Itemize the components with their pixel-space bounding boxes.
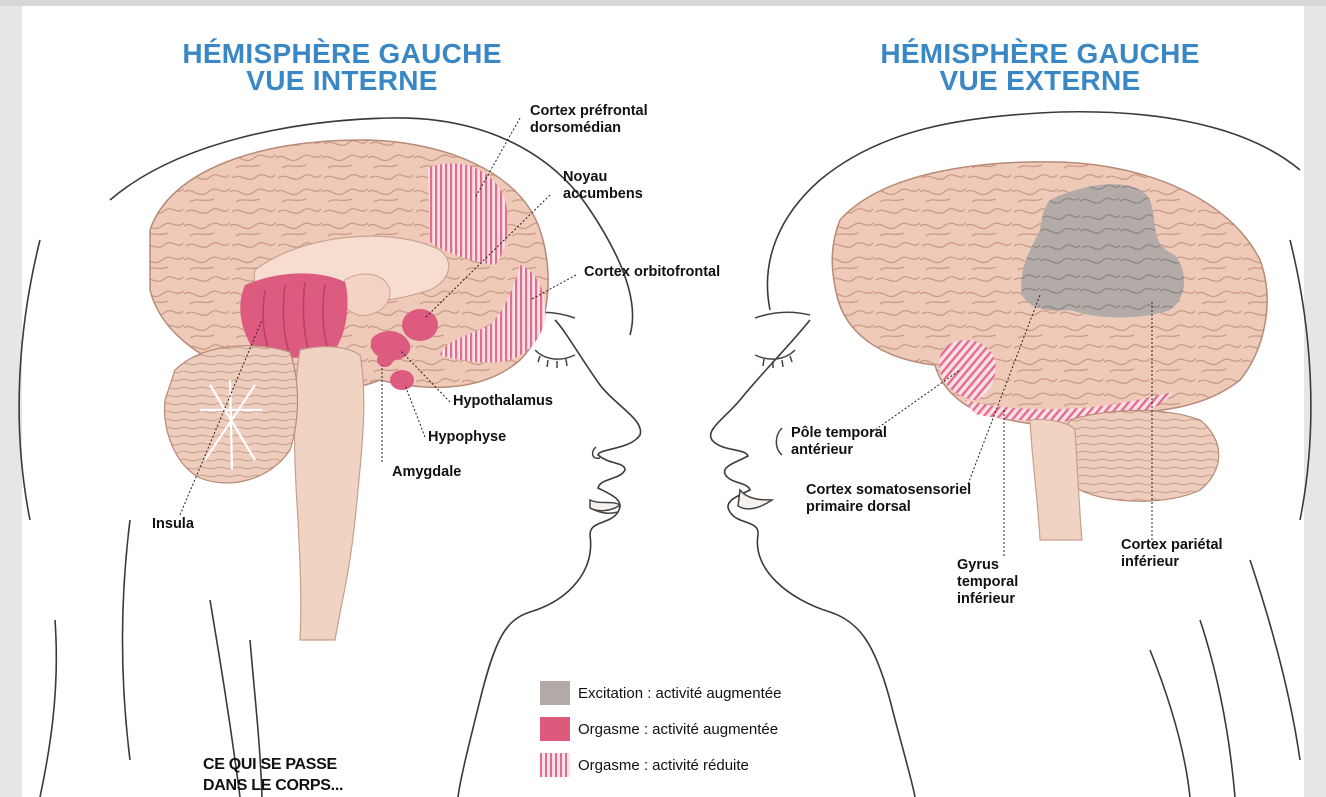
right-edge-texture bbox=[1304, 0, 1326, 797]
title-left-line1: HÉMISPHÈRE GAUCHE bbox=[172, 40, 512, 67]
region-anterior-temporal-pole bbox=[939, 340, 995, 400]
label-hypophyse: Hypophyse bbox=[428, 429, 506, 446]
label-cortex-parietal-line2: inférieur bbox=[1121, 554, 1223, 571]
label-cortex-somatosensoriel-line2: primaire dorsal bbox=[806, 499, 971, 516]
legend-swatch-hatch bbox=[540, 753, 570, 777]
legend-item-orgasm-increased: Orgasme : activité augmentée bbox=[540, 711, 781, 747]
title-left-line2: VUE INTERNE bbox=[172, 67, 512, 94]
label-cortex-parietal: Cortex pariétal inférieur bbox=[1121, 537, 1223, 571]
label-pole-temporal-line2: antérieur bbox=[791, 442, 887, 459]
label-cortex-somatosensoriel-line1: Cortex somatosensoriel bbox=[806, 482, 971, 499]
footer-line2: DANS LE CORPS... bbox=[203, 775, 343, 796]
title-right: HÉMISPHÈRE GAUCHE VUE EXTERNE bbox=[870, 40, 1210, 94]
region-amygdala bbox=[377, 353, 393, 367]
label-gyrus-temporal-line2: temporal bbox=[957, 574, 1018, 591]
legend-label-orgasm-increased: Orgasme : activité augmentée bbox=[578, 721, 778, 738]
left-face-features bbox=[520, 312, 620, 513]
legend-item-orgasm-reduced: Orgasme : activité réduite bbox=[540, 747, 781, 783]
legend-swatch-grey bbox=[540, 681, 570, 705]
legend: Excitation : activité augmentée Orgasme … bbox=[540, 675, 781, 783]
label-pole-temporal: Pôle temporal antérieur bbox=[791, 425, 887, 459]
left-brain bbox=[150, 140, 548, 640]
label-cortex-parietal-line1: Cortex pariétal bbox=[1121, 537, 1223, 554]
legend-swatch-pink bbox=[540, 717, 570, 741]
title-left: HÉMISPHÈRE GAUCHE VUE INTERNE bbox=[172, 40, 512, 94]
title-right-line1: HÉMISPHÈRE GAUCHE bbox=[870, 40, 1210, 67]
label-gyrus-temporal: Gyrus temporal inférieur bbox=[957, 557, 1018, 608]
region-nucleus-accumbens bbox=[402, 309, 438, 341]
label-cortex-orbitofrontal: Cortex orbitofrontal bbox=[584, 264, 720, 281]
label-insula: Insula bbox=[152, 516, 194, 533]
region-insula bbox=[240, 273, 347, 357]
legend-label-orgasm-reduced: Orgasme : activité réduite bbox=[578, 757, 749, 774]
footer-line1: CE QUI SE PASSE bbox=[203, 754, 343, 775]
footer-heading: CE QUI SE PASSE DANS LE CORPS... bbox=[203, 754, 343, 796]
title-right-line2: VUE EXTERNE bbox=[870, 67, 1210, 94]
label-amygdale: Amygdale bbox=[392, 464, 461, 481]
legend-label-excitation: Excitation : activité augmentée bbox=[578, 685, 781, 702]
region-pituitary bbox=[390, 370, 414, 390]
label-cortex-prefrontal: Cortex préfrontal dorsomédian bbox=[530, 103, 648, 137]
label-cortex-prefrontal-line1: Cortex préfrontal bbox=[530, 103, 648, 120]
label-pole-temporal-line1: Pôle temporal bbox=[791, 425, 887, 442]
label-noyau-accumbens-line2: accumbens bbox=[563, 186, 643, 203]
legend-item-excitation: Excitation : activité augmentée bbox=[540, 675, 781, 711]
label-cortex-somatosensoriel: Cortex somatosensoriel primaire dorsal bbox=[806, 482, 971, 516]
label-noyau-accumbens: Noyau accumbens bbox=[563, 169, 643, 203]
label-hypothalamus: Hypothalamus bbox=[453, 393, 553, 410]
label-noyau-accumbens-line1: Noyau bbox=[563, 169, 643, 186]
top-edge-texture bbox=[0, 0, 1326, 6]
right-face-features bbox=[738, 312, 810, 509]
label-cortex-prefrontal-line2: dorsomédian bbox=[530, 120, 648, 137]
label-gyrus-temporal-line3: inférieur bbox=[957, 591, 1018, 608]
label-gyrus-temporal-line1: Gyrus bbox=[957, 557, 1018, 574]
